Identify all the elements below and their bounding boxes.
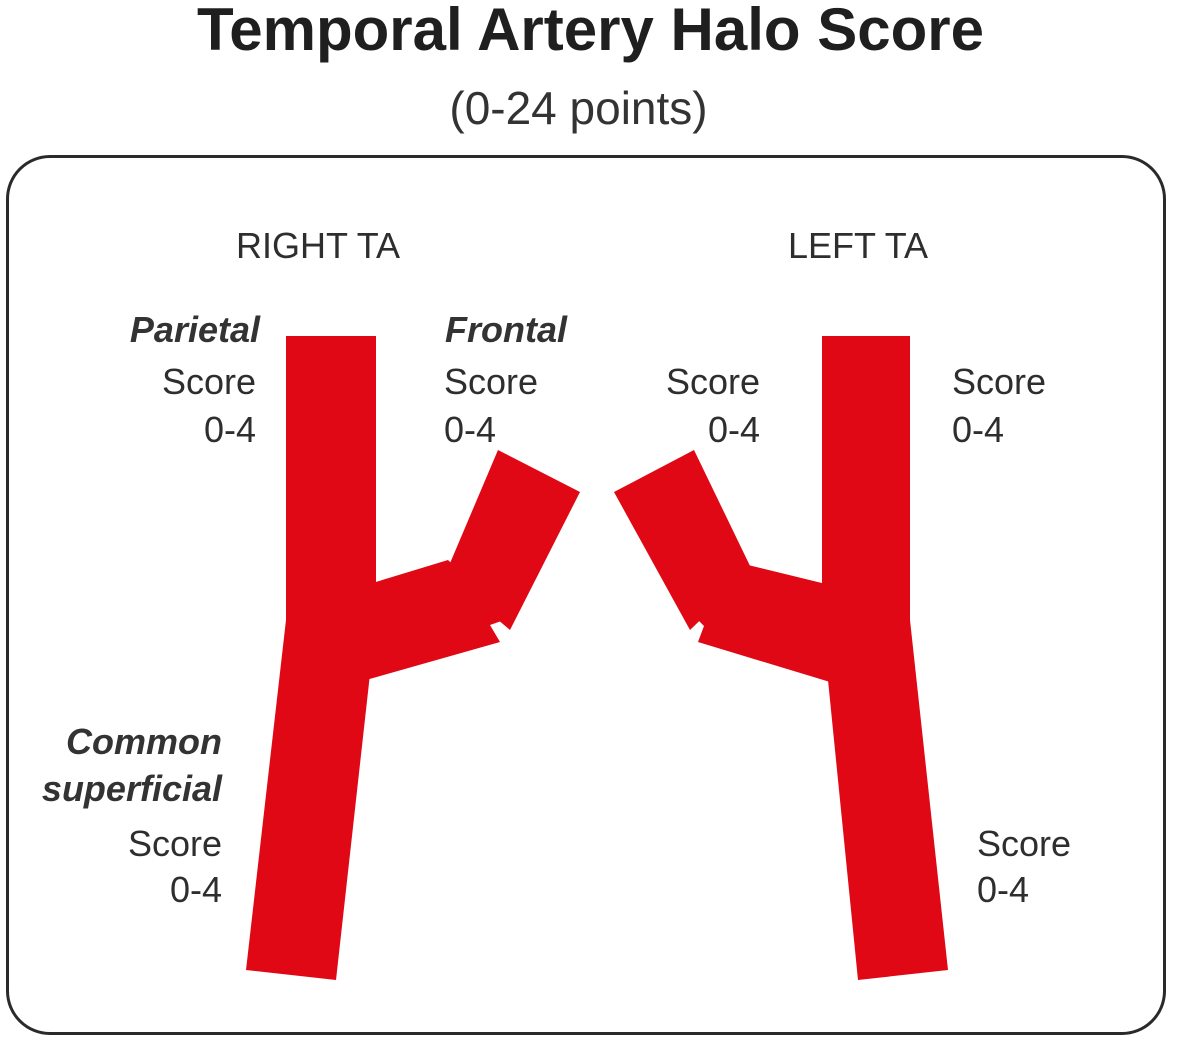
right-ta-heading: RIGHT TA: [236, 225, 401, 266]
right-parietal-score-range: 0-4: [203, 409, 256, 450]
right-frontal-score-label: Score: [444, 361, 539, 402]
left-ta-heading: LEFT TA: [788, 225, 929, 266]
left-frontal-score-range: 0-4: [707, 409, 760, 450]
right-common-score-range: 0-4: [169, 869, 222, 910]
left-parietal-score-range: 0-4: [952, 409, 1005, 450]
left-temporal-artery: [614, 336, 948, 980]
right-frontal-score-range: 0-4: [444, 409, 497, 450]
diagram-frame: [6, 155, 1166, 1035]
right-temporal-artery: [246, 336, 580, 980]
right-common-superficial-branch: [246, 620, 376, 980]
right-parietal-label: Parietal: [129, 309, 260, 350]
left-common-score-label: Score: [977, 823, 1072, 864]
diagram-title: Temporal Artery Halo Score: [197, 0, 984, 63]
left-frontal-branch-upper: [614, 450, 752, 630]
left-common-score-range: 0-4: [977, 869, 1030, 910]
right-parietal-branch: [286, 336, 376, 640]
left-parietal-branch: [822, 336, 910, 640]
left-common-superficial-branch: [822, 620, 948, 980]
left-parietal-score-label: Score: [952, 361, 1047, 402]
right-common-label-line1: Common: [66, 721, 222, 762]
right-common-score-label: Score: [127, 823, 222, 864]
diagram-subtitle: (0-24 points): [449, 82, 708, 134]
right-common-label-line2: superficial: [41, 768, 222, 809]
right-frontal-branch-upper: [445, 450, 580, 630]
right-parietal-score-label: Score: [161, 361, 256, 402]
right-frontal-label: Frontal: [445, 309, 567, 350]
left-frontal-score-label: Score: [665, 361, 760, 402]
